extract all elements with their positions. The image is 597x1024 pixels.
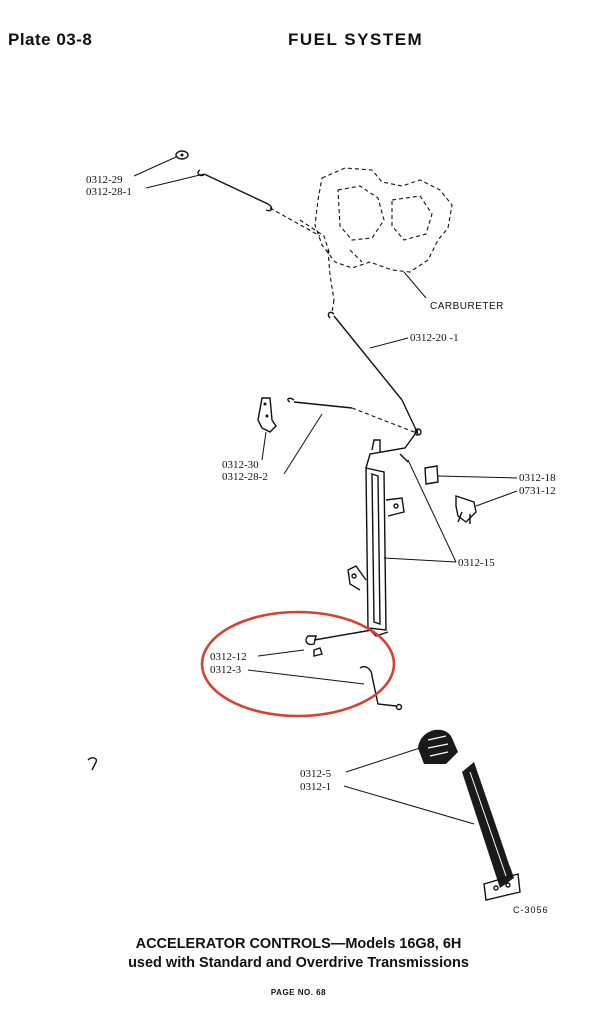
carburetor-outline: [299, 167, 453, 301]
switch-0731-12: [455, 495, 477, 524]
page-number: PAGE NO. 68: [270, 988, 327, 997]
label-carburetor: CARBURETER: [430, 301, 504, 312]
label-0312-3: 0312-3: [210, 664, 242, 676]
part-0312-18: [424, 465, 439, 485]
page-title: FUEL SYSTEM: [288, 30, 424, 49]
label-0312-1: 0312-1: [300, 781, 331, 793]
throttle-spring: [327, 299, 419, 435]
label-0312-28-2: 0312-28-2: [222, 471, 268, 483]
lower-spring: [287, 397, 415, 433]
label-0312-5: 0312-5: [300, 768, 332, 780]
leader-lines: [133, 156, 518, 825]
figure-number: C-3056: [513, 905, 549, 915]
label-0312-15: 0312-15: [458, 557, 495, 569]
caption-line-2: used with Standard and Overdrive Transmi…: [128, 955, 469, 971]
bell-crank: [365, 428, 422, 469]
rod-0312-3: [359, 666, 403, 711]
plate-number: Plate 03-8: [8, 30, 93, 49]
label-0312-20-1: 0312-20 -1: [410, 332, 459, 344]
label-0312-30: 0312-30: [222, 459, 259, 471]
label-0312-12: 0312-12: [210, 651, 247, 663]
label-0312-28-1: 0312-28-1: [86, 186, 132, 198]
highlight-circle: [200, 610, 396, 718]
label-0312-29: 0312-29: [86, 174, 123, 186]
upper-spring: [197, 169, 321, 237]
stray-mark: [87, 757, 98, 771]
accelerator-pedal-0312-1: [462, 762, 521, 901]
label-0731-12: 0731-12: [519, 485, 556, 497]
control-rod-housing: [347, 467, 405, 637]
link-0312-12: [305, 629, 373, 657]
bracket-0312-30: [257, 397, 277, 433]
caption-line-1: ACCELERATOR CONTROLS—Models 16G8, 6H: [135, 936, 462, 952]
label-0312-18: 0312-18: [519, 472, 556, 484]
pedal-pad-0312-5: [418, 729, 458, 764]
clip-0312-29: [175, 150, 189, 160]
